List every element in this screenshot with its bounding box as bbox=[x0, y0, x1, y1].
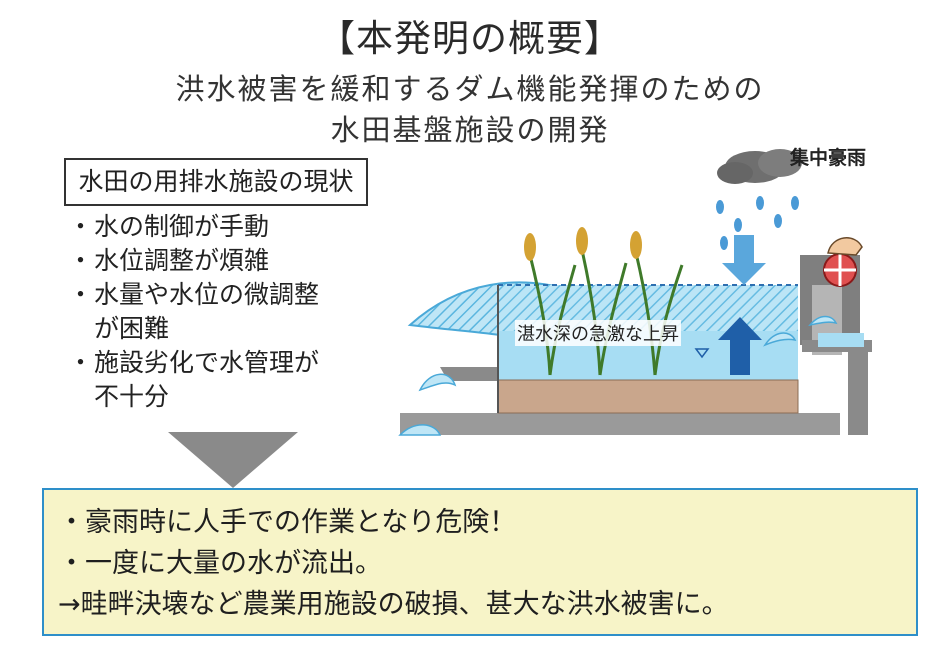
bullet-text-line: 施設劣化で水管理が bbox=[94, 348, 320, 377]
bullet-marker: ・ bbox=[68, 246, 94, 275]
down-arrow-icon bbox=[168, 432, 298, 488]
status-bullet-item: ・ 水の制御が手動 bbox=[64, 210, 394, 244]
bullet-marker: ・ bbox=[68, 212, 94, 241]
summary-line: ・豪雨時に人手での作業となり危険！ bbox=[58, 507, 517, 538]
page-subtitle-line1: 洪水被害を緩和するダム機能発揮のための bbox=[175, 72, 765, 106]
rice-grains bbox=[524, 227, 642, 261]
water-level-marker-icon bbox=[694, 348, 710, 359]
water-splash bbox=[398, 315, 838, 436]
paddy-field-diagram bbox=[398, 149, 872, 436]
raindrops bbox=[716, 196, 799, 250]
hand-icon bbox=[827, 237, 863, 256]
rainfall-arrow bbox=[722, 235, 766, 285]
drain-pipe bbox=[400, 367, 840, 435]
bullet-text-line: が困難 bbox=[94, 314, 170, 343]
summary-box: ・豪雨時に人手での作業となり危険！ ・一度に大量の水が流出。 →畦畔決壊など農業… bbox=[42, 488, 918, 636]
summary-line: →畦畔決壊など農業用施設の破損、甚大な洪水被害に。 bbox=[58, 589, 729, 620]
water-rise-arrow bbox=[718, 317, 762, 375]
bullet-text-line: 不十分 bbox=[94, 382, 170, 411]
bullet-text-line: 水量や水位の微調整 bbox=[94, 280, 320, 309]
bullet-text-line: 水位調整が煩雑 bbox=[94, 246, 270, 275]
water-gate bbox=[800, 255, 872, 435]
status-bullet-item: ・ 水位調整が煩雑 bbox=[64, 244, 394, 278]
page-title: 【本発明の概要】 bbox=[318, 17, 622, 60]
rice-plants bbox=[528, 249, 684, 376]
bullet-marker: ・ bbox=[68, 348, 94, 377]
status-bullet-list: ・ 水の制御が手動 ・ 水位調整が煩雑 ・ 水量や水位の微調整 が困難 ・ 施設… bbox=[64, 210, 394, 414]
rainfall-label: 集中豪雨 bbox=[790, 147, 867, 169]
status-heading-box: 水田の用排水施設の現状 bbox=[64, 158, 368, 206]
paddy-field bbox=[497, 284, 799, 414]
summary-line: ・一度に大量の水が流出。 bbox=[58, 548, 382, 579]
status-bullet-item: ・ 施設劣化で水管理が 不十分 bbox=[64, 346, 394, 414]
water-rise-label: 湛水深の急激な上昇 bbox=[515, 320, 681, 346]
page-subtitle-line2: 水田基盤施設の開発 bbox=[330, 113, 610, 147]
status-bullet-item: ・ 水量や水位の微調整 が困難 bbox=[64, 278, 394, 346]
bullet-marker: ・ bbox=[68, 280, 94, 309]
bullet-text-line: 水の制御が手動 bbox=[94, 212, 270, 241]
rain-cloud-icon bbox=[717, 149, 802, 184]
gate-valve-icon bbox=[823, 253, 857, 287]
